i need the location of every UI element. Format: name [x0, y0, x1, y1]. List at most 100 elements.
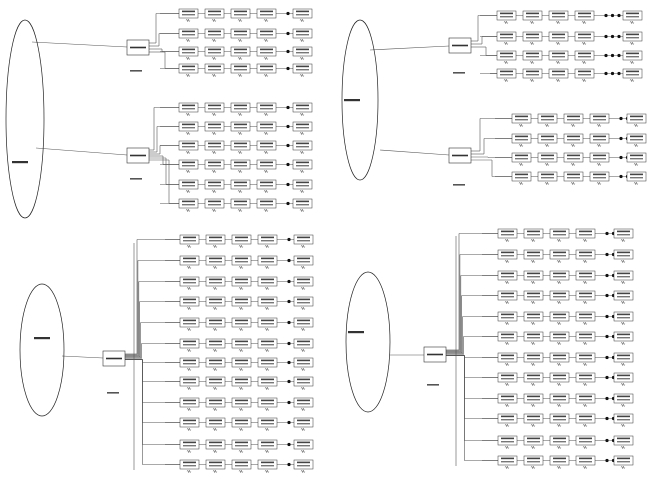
device-label-mark — [579, 276, 592, 278]
device-box — [293, 276, 314, 291]
device-outline — [179, 338, 200, 349]
device-box — [230, 159, 251, 174]
device-label-mark — [183, 282, 196, 284]
cable-mark — [570, 162, 576, 167]
device-outline — [257, 296, 278, 307]
cable-mark — [633, 181, 639, 186]
device-label-mark — [260, 30, 273, 33]
device-outline — [523, 435, 544, 446]
device-row — [482, 435, 634, 450]
device-label-mark — [234, 181, 247, 184]
device-label-mark — [617, 251, 630, 254]
cable-mark — [211, 189, 217, 194]
device-label-mark — [234, 127, 247, 129]
device-label-mark — [297, 261, 310, 263]
device-label-mark — [527, 251, 540, 254]
device-label-mark — [260, 104, 273, 107]
device-label-mark — [553, 395, 566, 398]
device-outline — [563, 113, 584, 124]
cable-mark — [582, 403, 588, 408]
device-outline — [497, 331, 518, 342]
device-outline — [292, 179, 313, 190]
device-box — [204, 179, 225, 194]
device-label-mark — [526, 74, 539, 76]
device-label-mark — [527, 461, 540, 463]
cable-mark — [238, 327, 244, 332]
device-label-mark — [260, 200, 273, 203]
device-outline — [231, 397, 252, 408]
device-label-mark — [261, 399, 274, 402]
device-outline — [549, 290, 570, 301]
device-label-mark — [208, 69, 221, 71]
device-outline — [563, 171, 584, 182]
device-label-mark — [208, 123, 221, 126]
device-outline — [549, 372, 570, 383]
cable-mark — [530, 403, 536, 408]
ellipsis-dot — [604, 34, 608, 39]
device-outline — [256, 179, 277, 190]
device-label-mark — [208, 165, 221, 167]
ellipsis-dot — [287, 341, 291, 346]
cable-mark — [299, 150, 305, 155]
cable-mark — [212, 327, 218, 332]
device-outline — [613, 435, 634, 446]
device-label-mark — [501, 461, 514, 463]
device-label-mark — [567, 135, 580, 138]
cable-mark — [596, 181, 602, 186]
cloud-label-mark — [344, 99, 360, 102]
device-label-mark — [183, 302, 196, 304]
device-outline — [522, 10, 543, 21]
device-label-mark — [501, 415, 514, 418]
device-label-mark — [297, 257, 310, 260]
cable-mark — [518, 162, 524, 167]
device-label-mark — [209, 461, 222, 464]
device-outline — [622, 68, 643, 79]
device-row — [160, 46, 313, 61]
device-label-mark — [593, 158, 606, 160]
connection-line — [61, 355, 104, 359]
cable-mark — [237, 38, 243, 43]
cable-mark — [620, 321, 626, 326]
device-box — [257, 459, 278, 474]
device-label-mark — [182, 181, 195, 184]
device-box — [179, 338, 200, 353]
device-label-mark — [296, 185, 309, 187]
device-label-mark — [296, 146, 309, 148]
cable-mark — [503, 60, 509, 65]
device-outline — [205, 317, 226, 328]
device-label-mark — [209, 419, 222, 422]
device-box — [230, 140, 251, 155]
device-label-mark — [208, 200, 221, 203]
device-label-mark — [630, 119, 643, 121]
device-label-mark — [261, 298, 274, 301]
device-label-mark — [234, 204, 247, 206]
cable-mark — [556, 445, 562, 450]
device-box — [523, 352, 544, 367]
device-label-mark — [209, 423, 222, 425]
device-label-mark — [297, 298, 310, 301]
cable-mark — [186, 265, 192, 270]
device-outline — [179, 376, 200, 387]
ellipsis-dot — [605, 458, 609, 463]
cable-mark — [300, 427, 306, 432]
cable-mark — [530, 423, 536, 428]
device-label-mark — [527, 358, 540, 360]
device-label-mark — [209, 261, 222, 263]
device-outline — [575, 352, 596, 363]
device-label-mark — [208, 104, 221, 107]
device-outline — [293, 338, 314, 349]
device-box — [575, 413, 596, 428]
device-label-mark — [183, 363, 196, 365]
device-box — [613, 228, 634, 243]
device-outline — [204, 28, 225, 39]
cloud-label-mark — [348, 331, 364, 334]
device-outline — [497, 413, 518, 424]
device-label-mark — [579, 292, 592, 295]
device-box — [626, 113, 647, 128]
device-label-mark — [183, 319, 196, 322]
device-box — [179, 459, 200, 474]
cable-mark — [530, 280, 536, 285]
device-label-mark — [579, 296, 592, 298]
device-label-mark — [553, 461, 566, 463]
